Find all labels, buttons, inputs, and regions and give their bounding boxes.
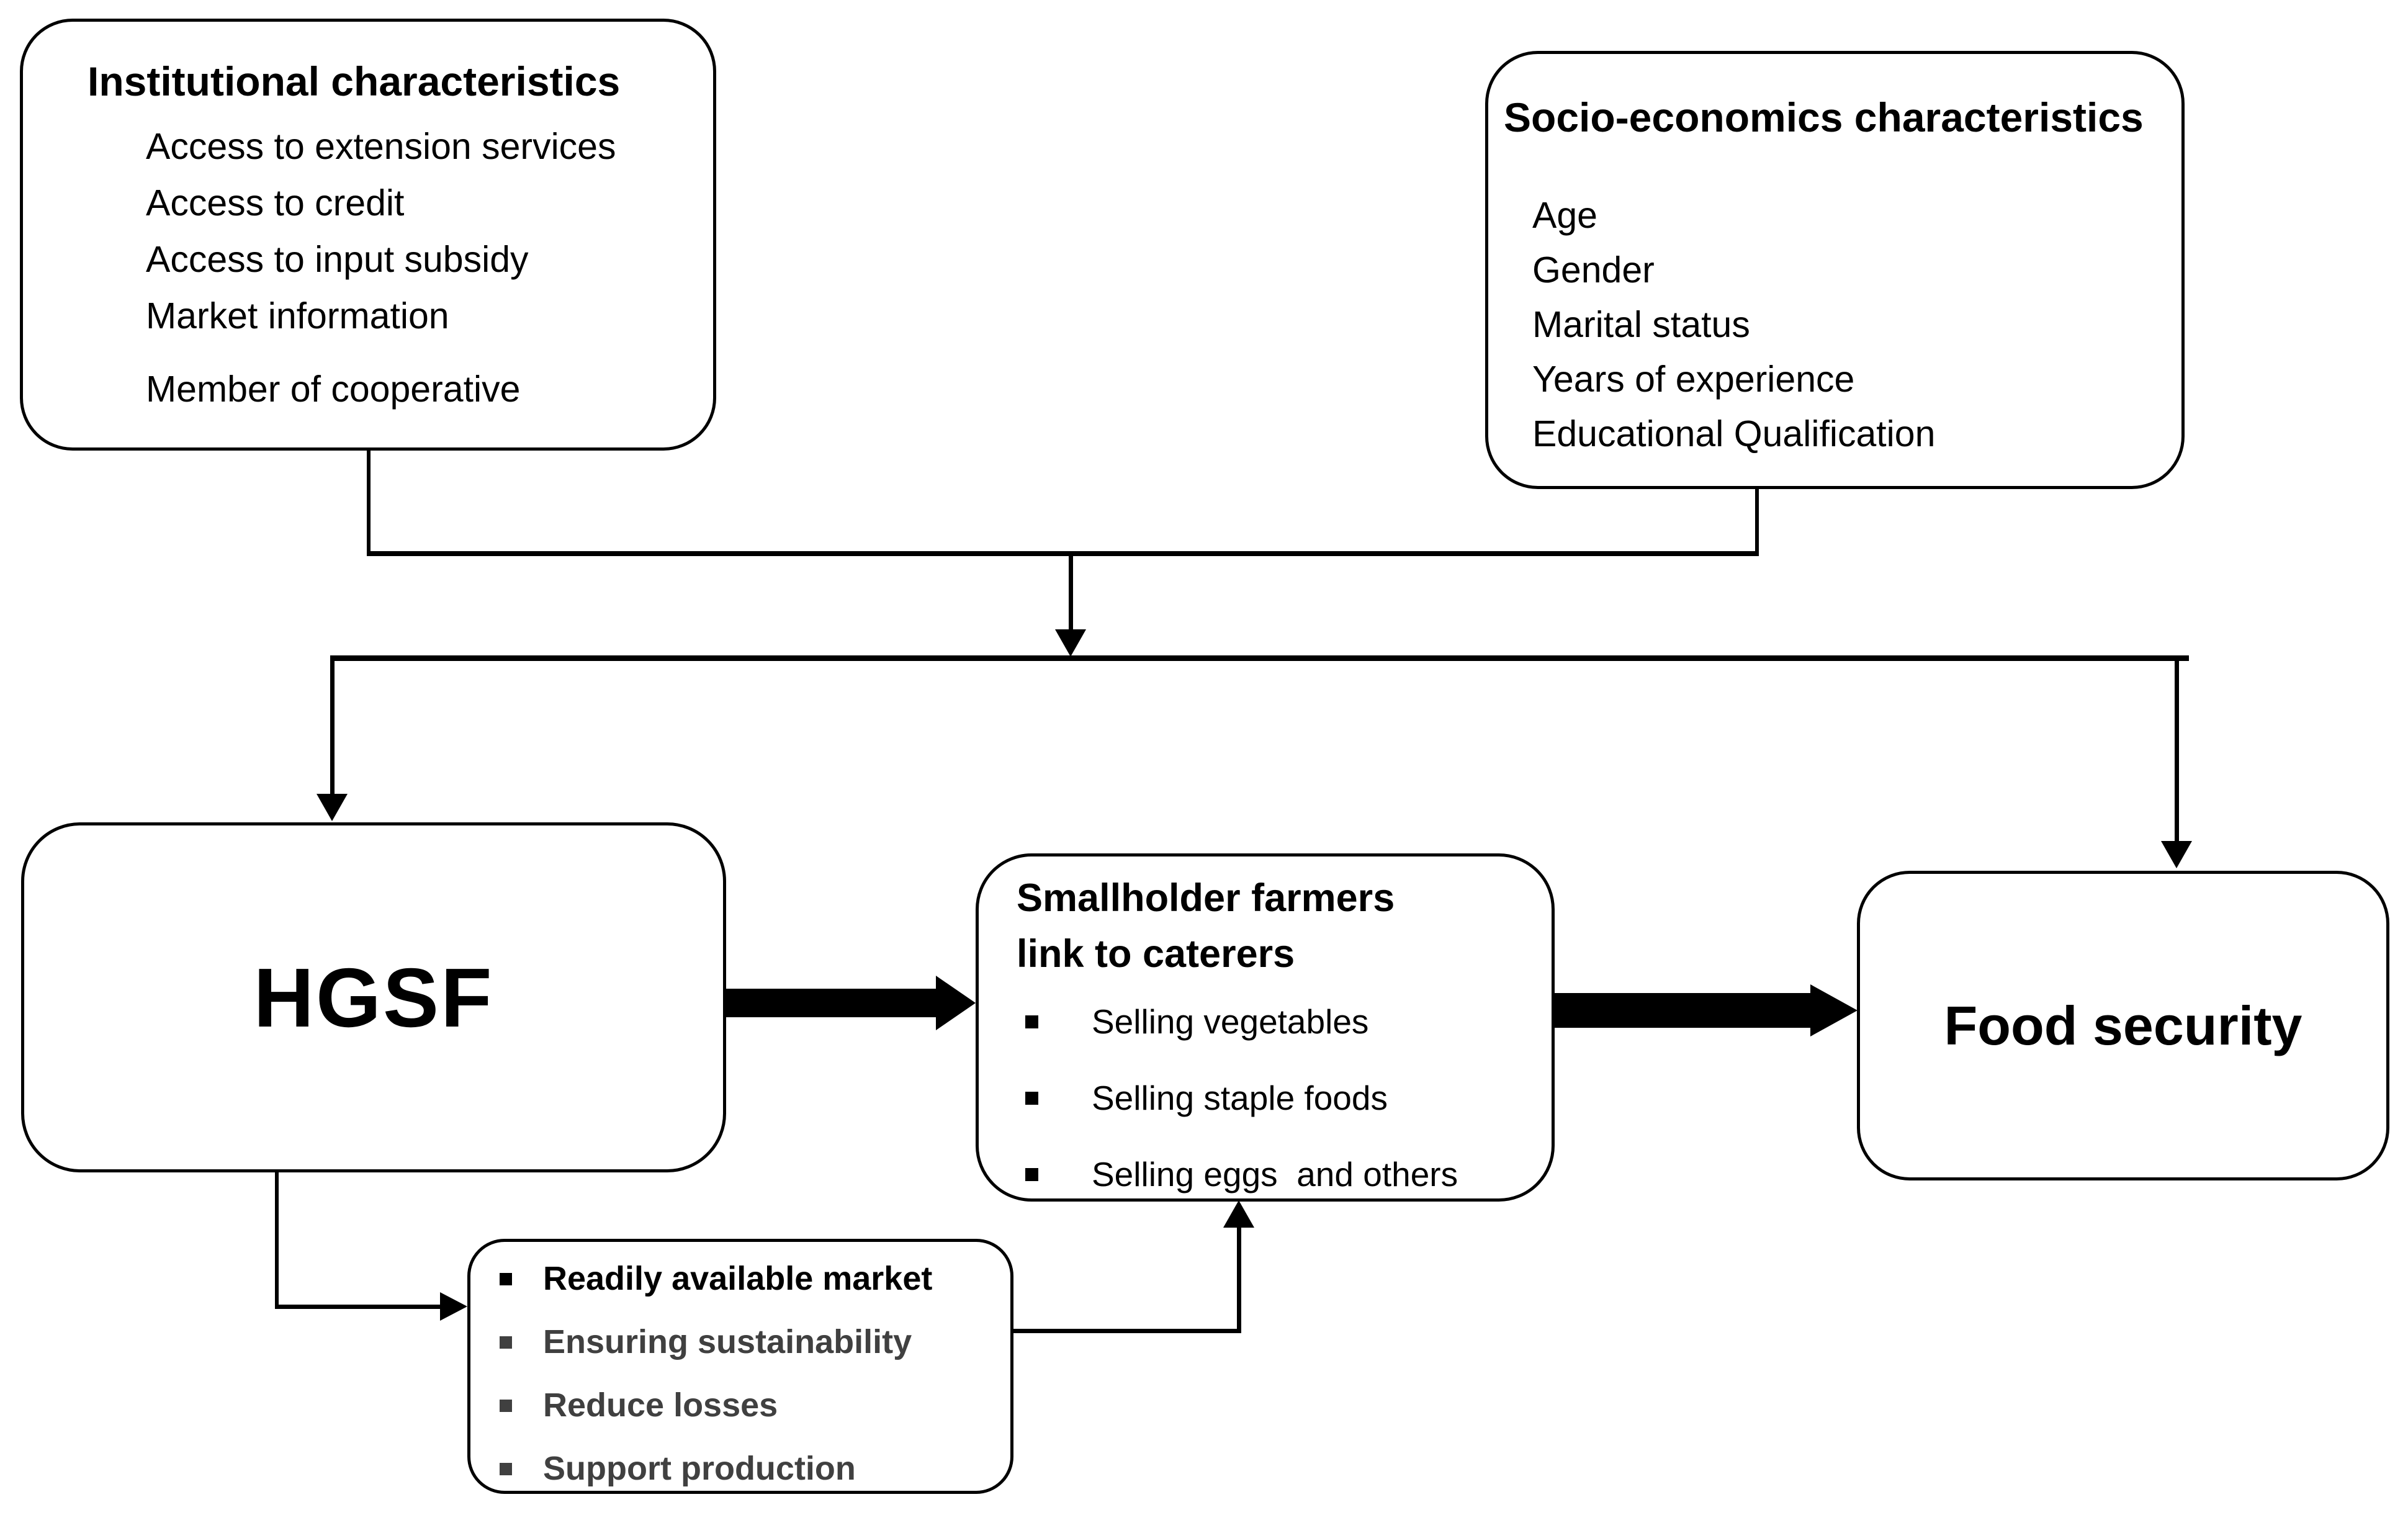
- benefit-item-label: Readily available market: [543, 1260, 933, 1297]
- connector-left-drop: [330, 659, 335, 795]
- institutional-characteristics-box: Institutional characteristics Access to …: [20, 19, 716, 451]
- smallholder-item-label: Selling vegetables: [1092, 1002, 1369, 1041]
- arrowhead-center-down-icon: [1055, 629, 1086, 657]
- thick-arrow-smallholder-to-food-head-icon: [1810, 984, 1858, 1036]
- connector-benefits-out: [1013, 1329, 1239, 1333]
- bullet-square-icon: [1025, 1168, 1038, 1181]
- list-item: Selling staple foods: [1025, 1081, 1458, 1116]
- list-item: Selling eggs and others: [1025, 1157, 1458, 1192]
- list-item: Reduce losses: [500, 1388, 932, 1423]
- socio-economics-item: Years of experience: [1532, 359, 1855, 400]
- benefit-item-label: Reduce losses: [543, 1387, 778, 1424]
- list-item: Support production: [500, 1452, 932, 1486]
- list-item: Selling vegetables: [1025, 1004, 1458, 1040]
- smallholder-title-line1: Smallholder farmers: [1017, 876, 1395, 920]
- bullet-square-icon: [1025, 1092, 1038, 1105]
- smallholder-title-line2: link to caterers: [1017, 932, 1295, 976]
- arrowhead-to-smallholder-icon: [1223, 1200, 1254, 1228]
- hgsf-box: HGSF: [21, 822, 726, 1172]
- socio-economics-title: Socio-economics characteristics: [1504, 94, 2144, 140]
- connector-benefits-up: [1237, 1226, 1241, 1333]
- list-item: Readily available market: [500, 1262, 932, 1296]
- thick-arrow-hgsf-to-smallholder-head-icon: [936, 976, 976, 1030]
- connector-center-drop: [1069, 554, 1073, 631]
- socio-economics-items: Age Gender Marital status Years of exper…: [1532, 188, 1935, 461]
- socio-economics-item: Educational Qualification: [1532, 413, 1936, 454]
- arrowhead-to-hgsf-icon: [317, 794, 348, 821]
- institutional-item: Access to input subsidy: [146, 239, 529, 280]
- benefit-item-label: Ensuring sustainability: [543, 1323, 912, 1360]
- institutional-title: Institutional characteristics: [88, 58, 621, 104]
- connector-socio-drop: [1755, 488, 1759, 555]
- food-security-label: Food security: [1944, 994, 2302, 1056]
- arrowhead-into-benefits-icon: [440, 1292, 467, 1321]
- institutional-item: Market information: [146, 295, 449, 336]
- smallholder-items: Selling vegetables Selling staple foods …: [1025, 1004, 1458, 1192]
- benefits-box: Readily available market Ensuring sustai…: [467, 1239, 1013, 1494]
- list-item: Ensuring sustainability: [500, 1325, 932, 1359]
- benefit-item-label: Support production: [543, 1450, 856, 1487]
- bullet-square-icon: [500, 1272, 512, 1285]
- bullet-square-icon: [500, 1399, 512, 1412]
- socio-economics-item: Marital status: [1532, 304, 1750, 345]
- arrowhead-to-food-security-icon: [2161, 841, 2192, 868]
- hgsf-label: HGSF: [253, 950, 494, 1045]
- institutional-item: Member of cooperative: [146, 369, 521, 410]
- connector-hgsf-bottom-drop: [275, 1171, 279, 1306]
- bullet-square-icon: [1025, 1015, 1038, 1028]
- smallholder-title: Smallholder farmers link to caterers: [1017, 870, 1395, 982]
- smallholder-farmers-box: Smallholder farmers link to caterers Sel…: [976, 853, 1555, 1202]
- bullet-square-icon: [500, 1462, 512, 1475]
- connector-split-horizontal: [330, 655, 2189, 661]
- food-security-box: Food security: [1857, 871, 2389, 1180]
- institutional-items: Access to extension services Access to c…: [146, 119, 616, 418]
- socio-economics-item: Gender: [1532, 250, 1655, 290]
- thick-arrow-smallholder-to-food-shaft: [1555, 993, 1810, 1028]
- institutional-item: Access to credit: [146, 182, 405, 223]
- benefits-items: Readily available market Ensuring sustai…: [500, 1262, 932, 1486]
- socio-economics-item: Age: [1532, 195, 1597, 236]
- thick-arrow-hgsf-to-smallholder-shaft: [726, 989, 936, 1017]
- smallholder-item-label: Selling staple foods: [1092, 1079, 1388, 1117]
- connector-into-benefits: [275, 1305, 440, 1309]
- smallholder-item-label: Selling eggs and others: [1092, 1155, 1458, 1194]
- bullet-square-icon: [500, 1336, 512, 1349]
- connector-merge-horizontal: [367, 551, 1759, 556]
- socio-economics-box: Socio-economics characteristics Age Gend…: [1485, 51, 2185, 489]
- connector-right-drop: [2175, 659, 2179, 842]
- connector-institutional-drop: [367, 449, 371, 555]
- institutional-item: Access to extension services: [146, 126, 616, 167]
